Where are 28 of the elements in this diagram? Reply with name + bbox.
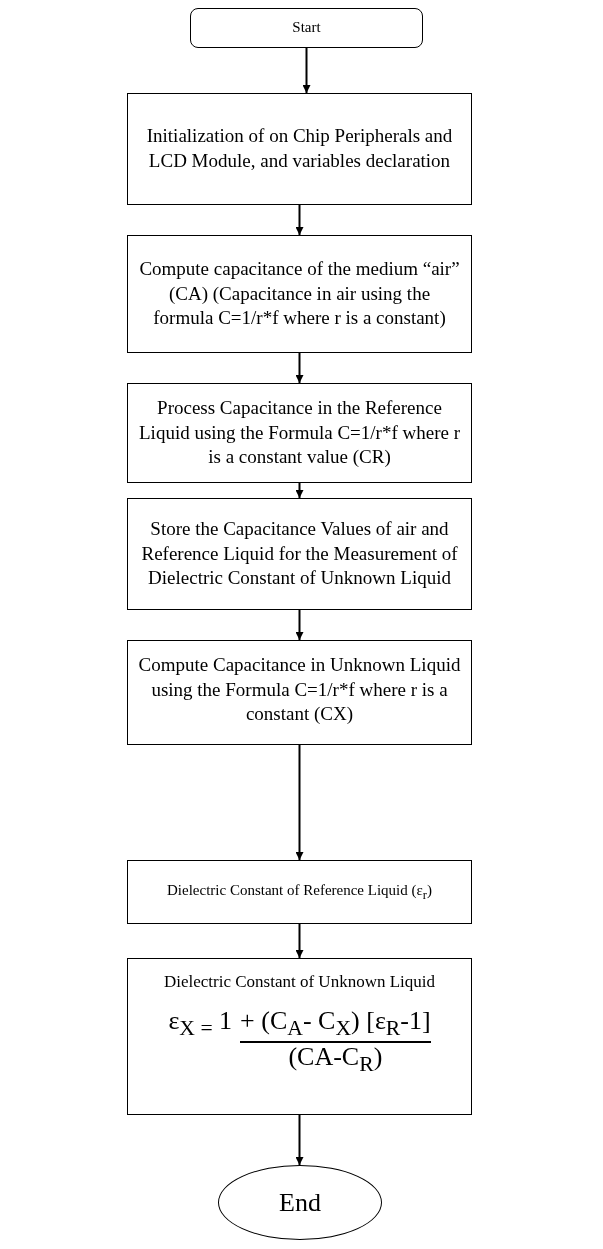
arrow — [295, 204, 304, 236]
process-box — [127, 498, 472, 610]
formula-numerator: + (C$_{A}$- C$_{X}$) [ε$_{R}$-1] — [240, 1007, 431, 1044]
arrow — [295, 482, 304, 499]
arrow — [295, 744, 304, 861]
process-text: Dielectric Constant of Unknown Liquid — [164, 971, 435, 993]
process-box — [127, 958, 472, 1115]
process-box — [127, 93, 472, 205]
process-text: Store the Capacitance Values of air and Reference Liquid for the Measurement of Dielectric Constant of Unknown Liquid — [140, 516, 459, 591]
arrow — [302, 47, 311, 94]
process-text: Start — [292, 18, 321, 38]
formula-lhs: ε$_{X =}$ 1 — [168, 1007, 233, 1041]
process-box — [127, 235, 472, 353]
arrow — [295, 1114, 304, 1166]
process-text: Dielectric Constant of Reference Liquid (ε$_{r}$) — [167, 880, 432, 904]
process-text: Initialization of on Chip Peripherals and LCD Module, and variables declaration — [145, 124, 454, 173]
process-text: End — [279, 1186, 321, 1219]
process-box — [127, 383, 472, 483]
arrow — [295, 352, 304, 384]
process-text: Process Capacitance in the Reference Liquid using the Formula C=1/r*f where r is a constant value (CR) — [138, 395, 461, 470]
start-terminal — [190, 8, 423, 48]
formula-denominator: (CA-C$_{R}$) — [288, 1043, 383, 1076]
arrow — [295, 609, 304, 641]
process-text: Compute Capacitance in Unknown Liquid using the Formula C=1/r*f where r is a constant (CX) — [138, 653, 461, 727]
arrow — [295, 923, 304, 959]
process-text: Compute capacitance of the medium “air” (CA) (Capacitance in air using the formula C=1/r*f where r is a constant) — [138, 256, 461, 331]
process-box — [127, 640, 472, 745]
process-box — [127, 860, 472, 924]
